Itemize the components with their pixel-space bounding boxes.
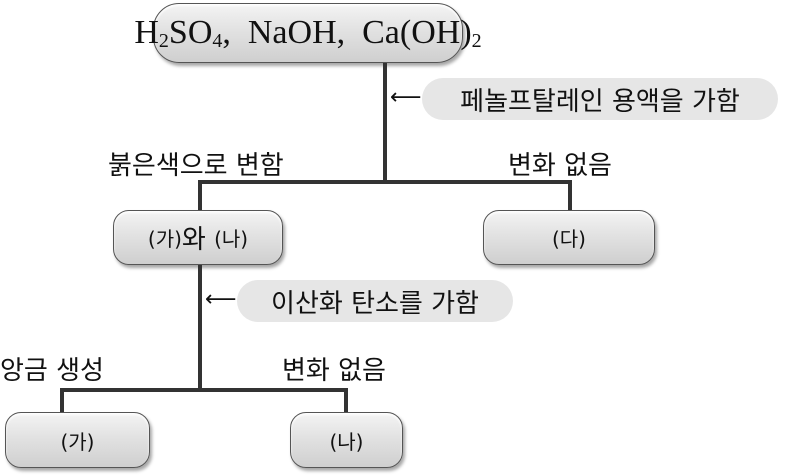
t: 와 [181, 225, 206, 255]
t4: , NaOH, Ca(OH) [222, 13, 472, 51]
reagent-label-2: 이산화 탄소를 가함 [237, 280, 513, 322]
connector [344, 388, 348, 412]
t3: 4 [212, 29, 223, 52]
t: (나) [214, 227, 249, 251]
t: (가) [147, 227, 182, 251]
connector [198, 180, 572, 184]
connector [568, 180, 572, 210]
connector [198, 265, 202, 392]
compound-formula: H2SO4, NaOH, Ca(OH)2 [134, 14, 481, 53]
result-label: 앙금 생성 [0, 356, 104, 386]
arrow-left-icon: ⟵ [390, 85, 422, 110]
top-box-compounds: H2SO4, NaOH, Ca(OH)2 [134, 3, 482, 63]
box-ga: (가) [5, 412, 150, 468]
t2: SO [168, 13, 213, 51]
result-label: 변화 없음 [282, 356, 386, 386]
t0: H [134, 13, 159, 51]
box-ga-na: (가)와 (나) [113, 210, 283, 265]
arrow-left-icon: ⟵ [205, 287, 237, 312]
result-label: 붉은색으로 변함 [108, 151, 284, 181]
t5: 2 [471, 29, 482, 52]
t1: 2 [158, 29, 169, 52]
connector [198, 180, 202, 210]
connector [60, 388, 64, 412]
result-label: 변화 없음 [508, 151, 612, 181]
box-da: (다) [483, 210, 655, 265]
connector [60, 388, 348, 392]
box-na: (나) [290, 412, 403, 468]
connector [383, 63, 387, 184]
reagent-label-1: 페놀프탈레인 용액을 가함 [422, 78, 778, 120]
